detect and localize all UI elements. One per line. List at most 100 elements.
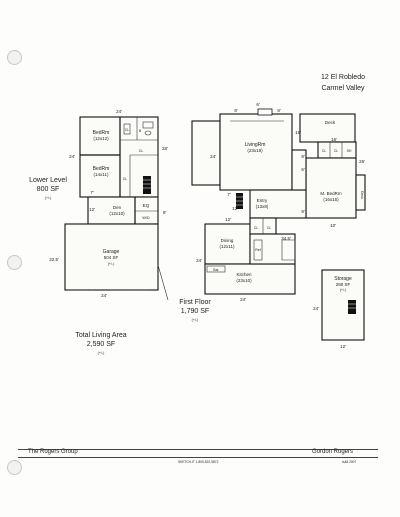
stairs-first (236, 193, 243, 209)
dimension: 24' (196, 258, 202, 263)
dimension: 9' (301, 209, 305, 214)
room-bedrm-2: BedRm (93, 166, 110, 172)
room-mbed-size: (16x15) (323, 197, 339, 202)
room-bedrm-1: BedRm (93, 130, 110, 136)
footer-rule-bottom (18, 457, 378, 458)
footer-code: rs48.2007 (342, 460, 357, 464)
room-entry-size: (13x8) (256, 204, 269, 209)
garage (64, 223, 159, 291)
room-storage-note: (+/-) (340, 288, 347, 292)
storage-plan: Storage 280 SF (+/-) 24' 12' (313, 269, 365, 349)
footer-agent: Gordon Rogers (312, 449, 354, 455)
dimension: 34.5' (281, 236, 291, 241)
dimension: 16' (331, 137, 337, 142)
dimension: 22.5' (49, 257, 59, 262)
bar-label: Bar (213, 268, 219, 272)
room-garage-note: (+/-) (108, 262, 115, 266)
dimension: 24' (313, 306, 319, 311)
dimension: 26' (359, 159, 365, 164)
first-floor-title: First Floor (179, 299, 211, 306)
dimension: 28' (162, 146, 168, 151)
room-deck-side: Deck (360, 191, 364, 199)
room-bedrm-1-size: (12x12) (93, 136, 109, 141)
room-wd: W/D (142, 216, 150, 220)
room-garage-sf: 504 SF (104, 255, 119, 260)
deck-left (191, 120, 221, 186)
punch-hole (7, 460, 22, 475)
first-floor-plan: LivingRm (23x19) Deck CL CL SH M. BedRm … (191, 102, 366, 302)
master-bedroom (305, 157, 357, 219)
living-room (219, 113, 293, 191)
room-kitchen: Kitchen (236, 272, 252, 277)
closet-label: CL (322, 149, 327, 153)
stairs-lower (143, 176, 151, 194)
dimension: 6' (256, 102, 260, 107)
ref-label: Ref (255, 248, 260, 252)
closet-label: CL (267, 226, 272, 230)
bath-label: B (139, 129, 142, 133)
room-den-size: (12x10) (109, 211, 125, 216)
dimension: 8' (277, 108, 281, 113)
room-living-size: (23x19) (247, 148, 263, 153)
footer-sketch-credit: SKETCH-IT 1-800-522-9872 (178, 460, 219, 464)
closet-label: CL (254, 226, 259, 230)
dimension: 7' (90, 190, 94, 195)
room-kitchen-size: (23x10) (236, 278, 252, 283)
closet-label: CL (334, 149, 339, 153)
room-den: Den (113, 205, 122, 210)
dimension: 6' (301, 167, 305, 172)
dimension: 24' (210, 154, 216, 159)
room-mbed: M. BedRm (320, 191, 342, 196)
footer-company: The Rogers Group (28, 449, 78, 455)
shower-label: SH (347, 149, 352, 153)
room-eq: EQ (143, 203, 150, 208)
storage-room (321, 269, 365, 341)
room-garage: Garage (103, 249, 120, 255)
dimension: 7' (227, 192, 231, 197)
closet-label: CL (123, 177, 128, 181)
kitchen (204, 263, 296, 295)
room-bedrm-2-size: (14x11) (94, 172, 109, 177)
dining-room (204, 223, 251, 265)
punch-hole (7, 255, 22, 270)
room-deck: Deck (325, 120, 336, 125)
total-title: Total Living Area (75, 332, 126, 339)
lower-level-sf: 800 SF (37, 186, 60, 193)
first-floor-note: (+/-) (192, 318, 199, 322)
dimension: 12' (89, 207, 95, 212)
closet-label: CL (139, 149, 144, 153)
total-note: (+/-) (98, 351, 105, 355)
room-storage: Storage (334, 276, 352, 282)
dimension: 24' (116, 109, 122, 114)
room-living: LivingRm (245, 142, 266, 148)
address: 12 El Robledo (321, 74, 365, 81)
entry (249, 189, 307, 219)
lower-level-note: (+/-) (45, 196, 52, 200)
first-floor-sf: 1,790 SF (181, 308, 209, 315)
dimension: 8' (301, 154, 305, 159)
total-sf: 2,590 SF (87, 341, 115, 348)
closet-label: CL (125, 128, 130, 132)
lower-level-title: Lower Level (29, 177, 67, 184)
room-dining: Dining (221, 238, 234, 243)
dimension: 8' (163, 210, 167, 215)
city: Carmel Valley (321, 85, 365, 92)
dimension: 19' (295, 130, 301, 135)
dimension: 10' (330, 223, 336, 228)
footer-rule-top (18, 449, 378, 450)
dimension: 12' (340, 344, 346, 349)
dimension: 12' (232, 206, 238, 211)
lower-level-plan: BedRm (12x12) BedRm (14x11) Den (12x10) … (49, 109, 169, 301)
dimension: 24' (69, 154, 75, 159)
room-entry: Entry (257, 198, 268, 203)
dimension: 12' (225, 217, 231, 222)
dimension: 8' (234, 108, 238, 113)
dimension: 24' (101, 293, 107, 298)
punch-hole (7, 50, 22, 65)
deck-right (299, 113, 356, 143)
dimension: 24' (240, 297, 246, 302)
room-dining-size: (12x11) (220, 244, 235, 249)
room-storage-sf: 280 SF (336, 282, 351, 287)
